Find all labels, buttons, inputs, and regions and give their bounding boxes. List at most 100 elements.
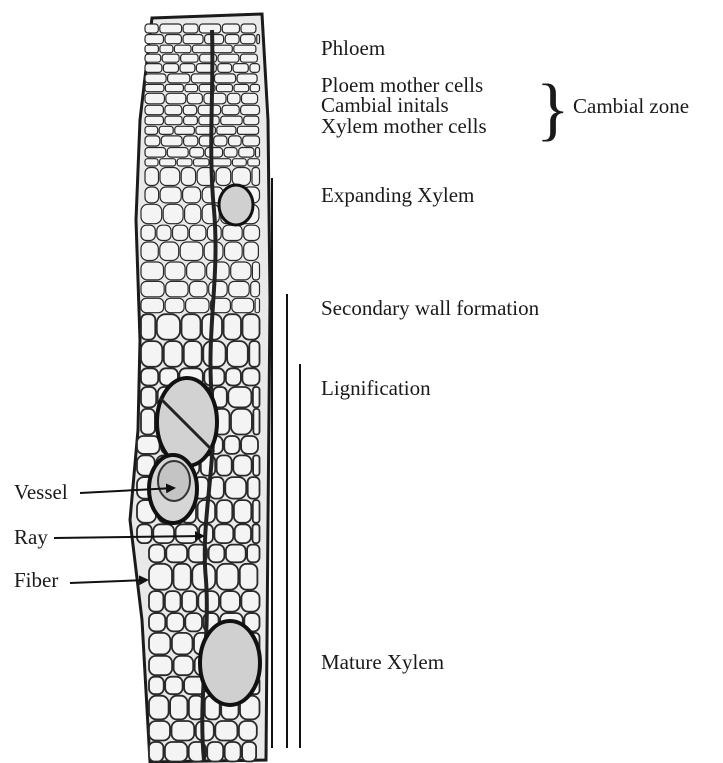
tissue-cell bbox=[166, 545, 187, 563]
tissue-section bbox=[130, 14, 270, 762]
tissue-cell bbox=[180, 242, 203, 261]
tissue-cell bbox=[165, 116, 182, 125]
tissue-cell bbox=[189, 225, 206, 240]
tissue-cell bbox=[166, 93, 186, 104]
label-phloem: Phloem bbox=[321, 36, 385, 60]
label-cambial-zone: Cambial zone bbox=[573, 94, 689, 118]
tissue-cell bbox=[199, 116, 219, 125]
tissue-cell bbox=[165, 105, 182, 114]
tissue-cell bbox=[207, 742, 223, 762]
tissue-cell bbox=[149, 591, 163, 612]
tissue-cell bbox=[199, 24, 220, 33]
tissue-cell bbox=[145, 168, 159, 186]
tissue-cell bbox=[222, 24, 239, 33]
tissue-cell bbox=[137, 436, 160, 454]
tissue-cell bbox=[174, 656, 194, 675]
tissue-cell bbox=[177, 159, 192, 166]
tissue-cell bbox=[204, 368, 224, 385]
tissue-cell bbox=[249, 341, 259, 367]
tissue-cell bbox=[145, 93, 164, 104]
tissue-cell bbox=[167, 148, 188, 158]
tissue-cell bbox=[242, 742, 256, 762]
tissue-cell bbox=[193, 45, 212, 53]
label-secondary-wall-formation: Secondary wall formation bbox=[321, 296, 540, 320]
tissue-cell bbox=[141, 281, 164, 296]
tissue-cell bbox=[241, 35, 256, 44]
tissue-cell bbox=[165, 298, 184, 312]
tissue-cell bbox=[244, 116, 259, 125]
tissue-cell bbox=[215, 74, 236, 83]
tissue-cell bbox=[141, 298, 164, 312]
tissue-cell bbox=[166, 281, 188, 296]
tissue-cell bbox=[145, 159, 158, 166]
tissue-cell bbox=[235, 524, 251, 543]
tissue-cell bbox=[160, 187, 181, 203]
label-mature-xylem: Mature Xylem bbox=[321, 650, 444, 674]
label-xylem-mother-cells: Xylem mother cells bbox=[321, 114, 487, 138]
tissue-cell bbox=[149, 564, 172, 590]
vessel-cell-lower bbox=[200, 621, 260, 705]
tissue-cell bbox=[145, 84, 164, 91]
tissue-cell bbox=[149, 721, 170, 741]
tissue-cell bbox=[242, 93, 258, 104]
tissue-cell bbox=[233, 455, 251, 475]
tissue-cell bbox=[207, 262, 230, 280]
tissue-cell bbox=[184, 341, 202, 367]
tissue-cell bbox=[160, 159, 176, 166]
tissue-cell bbox=[237, 74, 257, 83]
tissue-cell bbox=[204, 93, 226, 104]
tissue-cell bbox=[194, 159, 210, 166]
tissue-cell bbox=[165, 262, 185, 280]
tissue-cell bbox=[227, 341, 248, 367]
tissue-cell bbox=[167, 613, 184, 631]
tissue-cell bbox=[216, 84, 232, 91]
tissue-cell bbox=[241, 105, 260, 114]
tissue-cell bbox=[185, 84, 198, 91]
tissue-cell bbox=[240, 54, 257, 62]
tissue-cell bbox=[168, 74, 190, 83]
tissue-cell bbox=[252, 262, 259, 280]
tissue-cell bbox=[234, 500, 251, 523]
tissue-cell bbox=[175, 126, 195, 134]
tissue-cell bbox=[145, 54, 161, 62]
tissue-cell bbox=[213, 45, 232, 53]
tissue-cell bbox=[191, 74, 213, 83]
tissue-cell bbox=[141, 314, 155, 339]
tissue-cell bbox=[231, 262, 251, 280]
tissue-cell bbox=[165, 35, 182, 44]
tissue-cell bbox=[184, 116, 198, 125]
label-fiber: Fiber bbox=[14, 568, 58, 592]
tissue-cell bbox=[183, 105, 196, 114]
tissue-cell bbox=[229, 281, 250, 296]
tissue-cell bbox=[165, 591, 181, 612]
tissue-cell bbox=[224, 314, 241, 339]
tissue-cell bbox=[243, 314, 260, 339]
tissue-cell bbox=[161, 136, 182, 146]
tissue-cell bbox=[231, 409, 252, 435]
tissue-cell bbox=[149, 656, 172, 675]
vessel-inner-wall bbox=[158, 461, 190, 501]
tissue-cell bbox=[165, 84, 183, 91]
tissue-cell bbox=[241, 591, 259, 612]
tissue-cell bbox=[250, 64, 260, 73]
tissue-cell bbox=[232, 159, 246, 166]
tissue-cell bbox=[157, 225, 171, 240]
label-ray: Ray bbox=[14, 525, 48, 549]
tissue-cell bbox=[183, 24, 198, 33]
tissue-cell bbox=[141, 262, 164, 280]
tissue-cell bbox=[243, 136, 260, 146]
tissue-cell bbox=[182, 591, 197, 612]
tissue-cell bbox=[149, 633, 170, 655]
tissue-cell bbox=[222, 105, 239, 114]
tissue-cell bbox=[165, 742, 187, 762]
tissue-cell bbox=[241, 436, 258, 454]
label-lignification: Lignification bbox=[321, 376, 431, 400]
fiber-arrow bbox=[70, 580, 147, 583]
tissue-cell bbox=[241, 24, 256, 33]
tissue-cell bbox=[145, 148, 166, 158]
tissue-cell bbox=[181, 168, 195, 186]
tissue-cell bbox=[233, 64, 248, 73]
tissue-cell bbox=[160, 45, 173, 53]
tissue-cell bbox=[141, 204, 162, 223]
